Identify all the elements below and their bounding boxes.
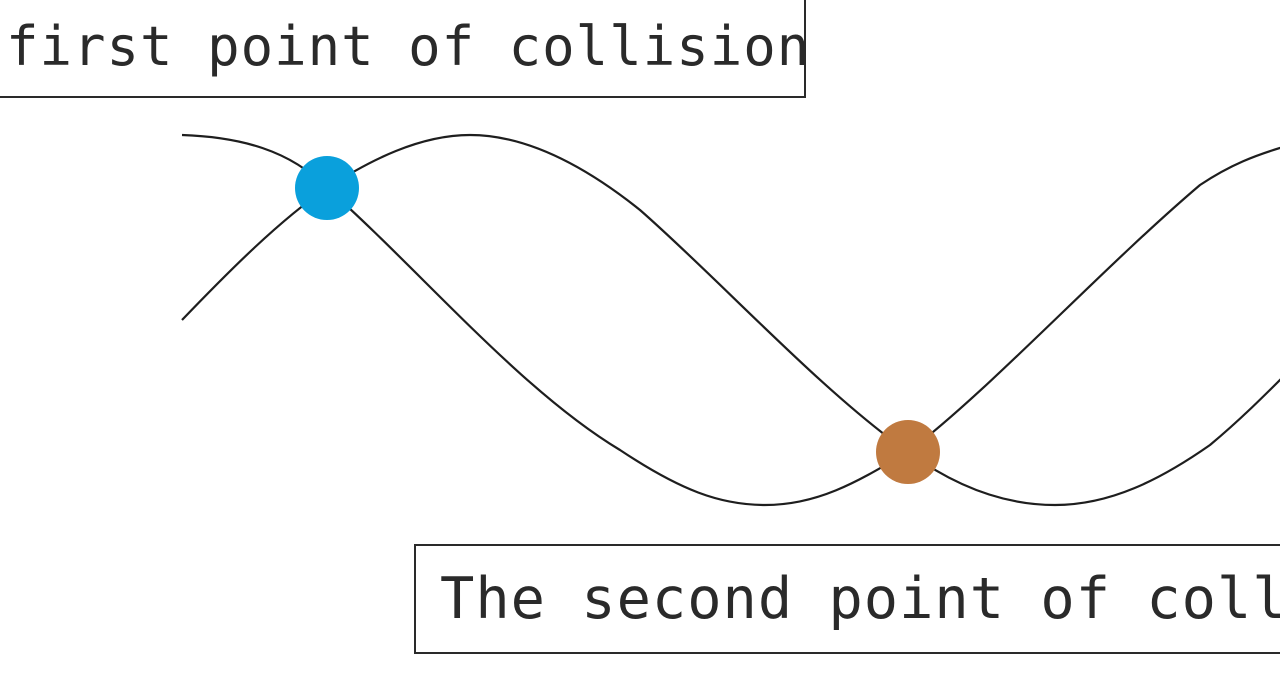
first-collision-label: first point of collision <box>0 0 806 98</box>
second-collision-label-text: The second point of collis <box>440 566 1280 632</box>
first-collision-point <box>295 156 359 220</box>
second-collision-label: The second point of collis <box>414 544 1280 654</box>
first-collision-label-text: first point of collision <box>6 14 806 78</box>
second-collision-point <box>876 420 940 484</box>
